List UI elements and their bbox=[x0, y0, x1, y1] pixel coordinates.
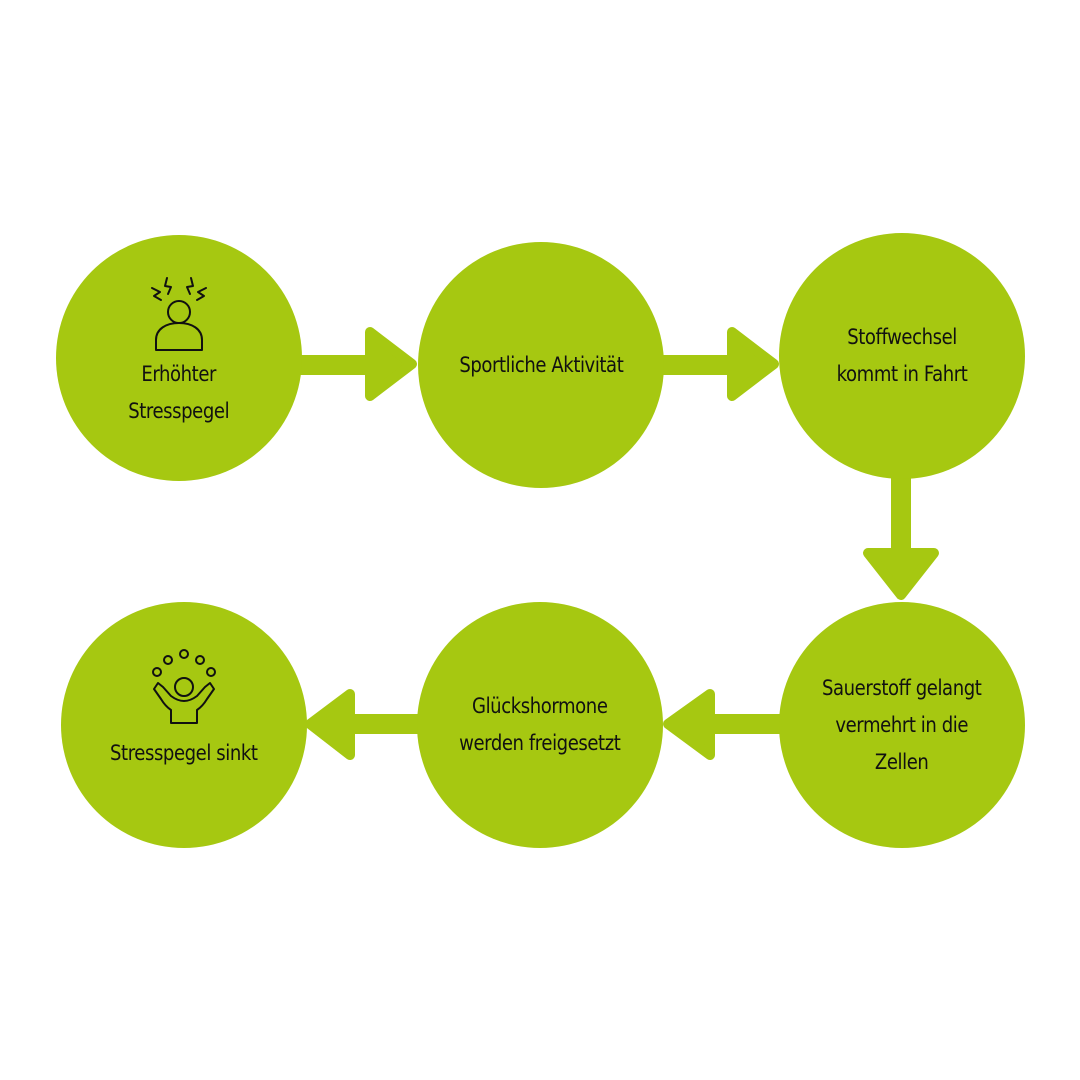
step-label: Stresspegel sinkt bbox=[110, 740, 258, 765]
arrow-3-to-4 bbox=[863, 478, 939, 600]
step-elevated-stress: Erhöhter Stresspegel bbox=[56, 235, 302, 481]
step-happiness-hormones: Glückshormone werden freigesetzt bbox=[417, 602, 663, 848]
step-stress-decreases: Stresspegel sinkt bbox=[61, 602, 307, 848]
step-label: Sportliche Aktivität bbox=[458, 352, 623, 377]
step-label: Stoffwechsel kommt in Fahrt bbox=[836, 325, 968, 386]
step-label: Glückshormone werden freigesetzt bbox=[459, 694, 621, 755]
arrow-1-to-2 bbox=[300, 327, 417, 401]
stressed-person-icon bbox=[151, 277, 207, 351]
arrow-4-to-5 bbox=[663, 689, 780, 760]
relaxed-person-icon bbox=[152, 648, 216, 724]
step-metabolism: Stoffwechsel kommt in Fahrt bbox=[779, 233, 1025, 479]
arrow-5-to-6 bbox=[305, 689, 418, 760]
step-label: Sauerstoff gelangt vermehrt in die Zelle… bbox=[822, 675, 982, 774]
arrow-2-to-3 bbox=[662, 327, 779, 401]
step-physical-activity: Sportliche Aktivität bbox=[418, 242, 664, 488]
step-oxygen-cells: Sauerstoff gelangt vermehrt in die Zelle… bbox=[779, 602, 1025, 848]
step-label: Erhöhter Stresspegel bbox=[128, 362, 230, 423]
